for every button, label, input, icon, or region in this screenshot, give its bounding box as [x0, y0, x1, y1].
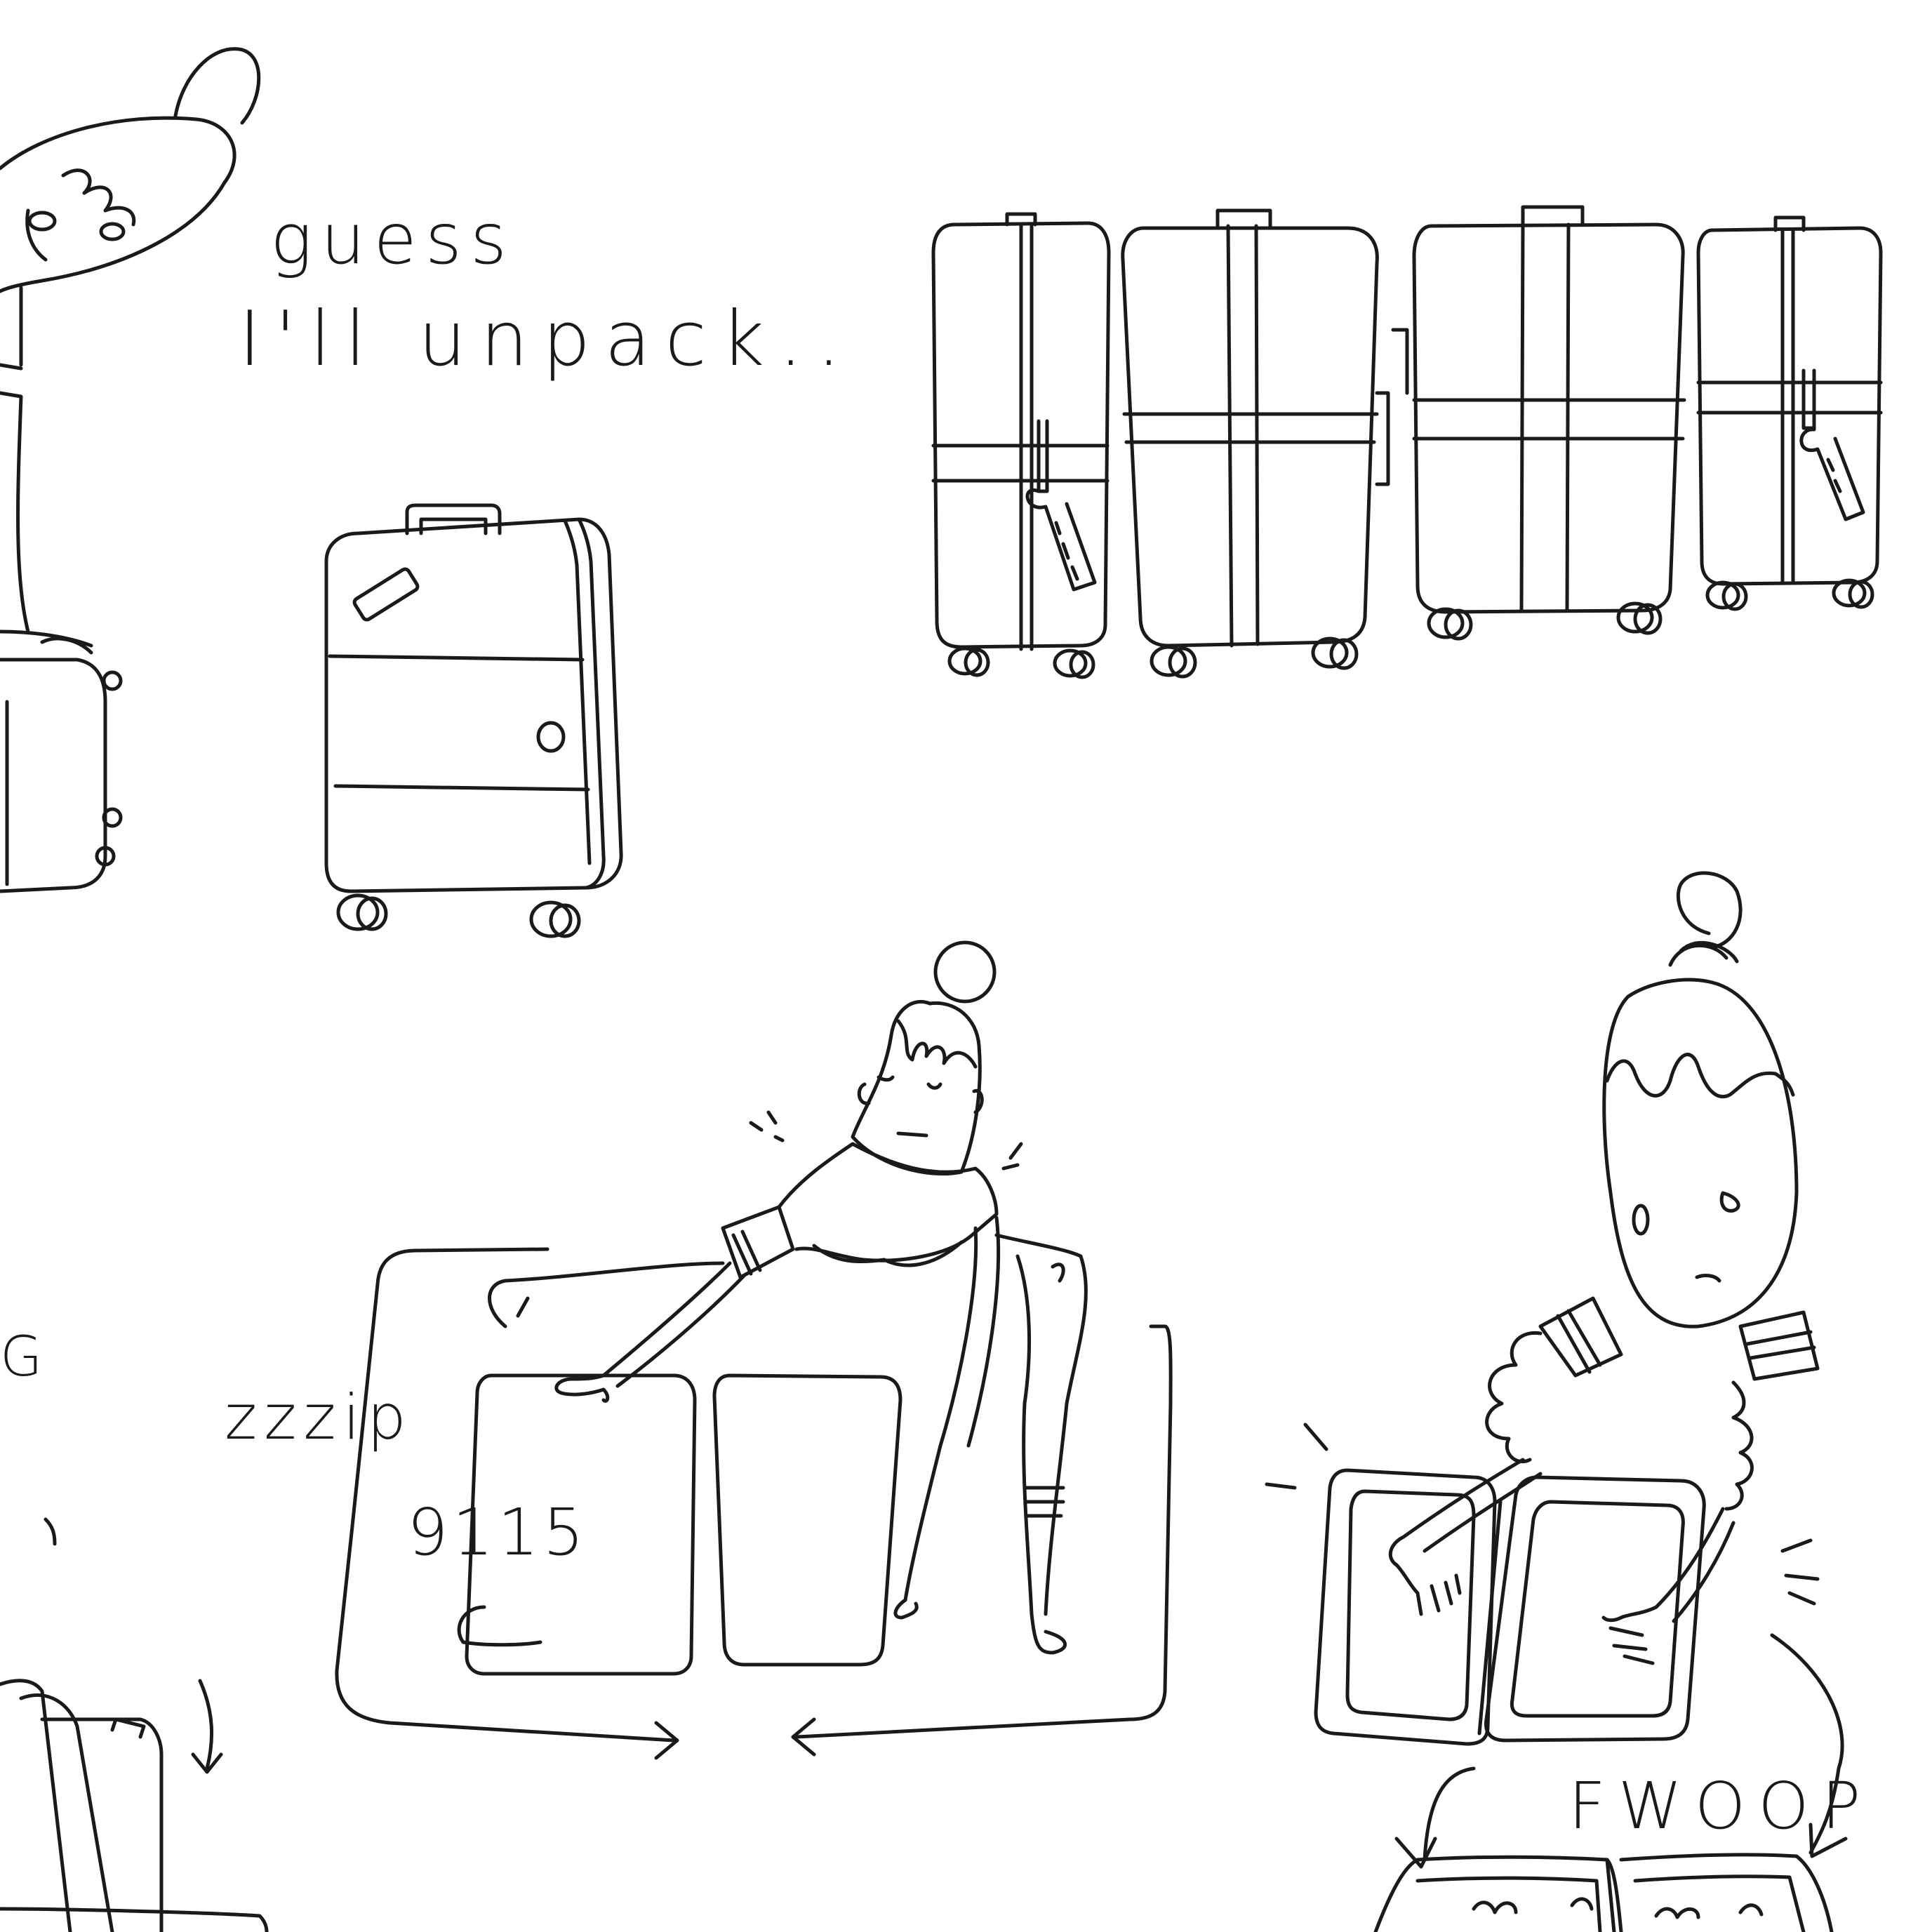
strapped-suitcase-3 [1391, 205, 1686, 641]
strapped-suitcase-2 [1121, 208, 1390, 679]
strapped-suitcase-4 [1696, 215, 1883, 611]
caption-guess: guess [270, 198, 515, 280]
bag-number: 9115 [407, 1495, 588, 1570]
top-left-character [0, 47, 261, 893]
edge-tick-mark [44, 1517, 57, 1546]
single-suitcase [324, 503, 623, 938]
sfx-fwoop: FWOOP [1568, 1768, 1873, 1844]
zipped-bag-right [712, 1373, 902, 1667]
caption-unpack: I'll unpack.. [239, 295, 855, 383]
fwoop-open-cases [1373, 1853, 1834, 1932]
partial-edge-text: G [0, 1326, 45, 1389]
opening-case-right [1477, 1475, 1706, 1743]
sfx-zzzip: zzzip [225, 1381, 413, 1453]
zipped-bag-left [465, 1373, 697, 1676]
bottom-left-suitcase [0, 1679, 269, 1932]
zipping-character [457, 940, 1088, 1655]
fwoop-arrows [1394, 1633, 1848, 1869]
opening-case-left [1314, 1468, 1497, 1746]
zipping-frame [335, 1247, 1173, 1760]
strapped-suitcase-1 [931, 212, 1111, 679]
suitcase-row [931, 205, 1883, 679]
opening-character [1265, 871, 1820, 1665]
